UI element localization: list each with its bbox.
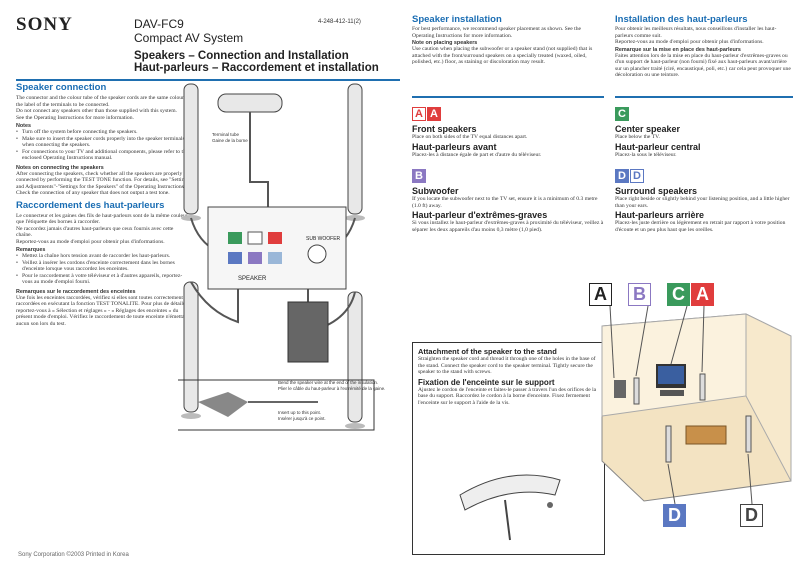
middle-column: Speaker installation For best performanc… (412, 14, 604, 66)
paragraph: Faites attention lors de la mise en plac… (615, 52, 791, 79)
badge-a: A (427, 107, 441, 121)
remarque-heading: Remarque sur la mise en place des haut-p… (615, 46, 741, 53)
attachment-section: Attachment of the speaker to the stand S… (418, 347, 600, 406)
front-speakers-heading: Front speakers (412, 124, 477, 134)
paragraph: See the Operating Instructions for more … (16, 114, 134, 121)
sony-logo: SONY (16, 14, 73, 35)
surround-speakers-heading: Surround speakers (615, 186, 698, 196)
list-item: Pour le raccordement à votre téléviseur … (16, 273, 190, 286)
list-item: Mettez la chaîne hors tension avant de r… (16, 253, 190, 260)
paragraph: Ajustez le cordon de l'enceinte et faite… (418, 386, 597, 406)
speaker-connection-heading: Speaker connection (16, 82, 107, 93)
badge-b: B (412, 169, 426, 183)
page-title-fr: Haut-parleurs – Raccordement et installa… (134, 62, 379, 74)
speaker-installation-heading: Speaker installation (412, 14, 502, 25)
divider (412, 96, 604, 98)
center-speaker-heading: Center speaker (615, 124, 681, 134)
paragraph: For best performance, we recommend speak… (412, 26, 581, 39)
bend-note-fr: Plier le câble du haut-parleur à l'extré… (278, 386, 385, 391)
note-placing-heading: Note on placing speakers (412, 40, 478, 46)
system-name: Compact AV System (134, 31, 244, 45)
notes-connecting-heading: Notes on connecting the speakers (16, 164, 104, 171)
paragraph: Ne raccordez jamais d'autres haut-parleu… (16, 225, 174, 239)
room-badge-a-red: A (691, 283, 714, 306)
room-badge-a: A (589, 283, 612, 306)
terminal-tube-label: Terminal tube (212, 132, 240, 137)
paragraph: Le connecteur et les gaines des fils de … (16, 212, 188, 226)
badge-d-outline: D (630, 169, 644, 183)
haut-parleurs-avant-heading: Haut-parleurs avant (412, 141, 497, 152)
raccordement-heading: Raccordement des haut-parleurs (16, 199, 165, 211)
paragraph: Place below the TV. (615, 134, 660, 140)
insert-note: Insert up to this point. (278, 410, 321, 415)
footer: Sony Corporation ©2003 Printed in Korea (18, 552, 129, 558)
paragraph: Placez-la sous le téléviseur. (615, 151, 677, 158)
insert-note-fr: Insérer jusqu'à ce point. (278, 416, 326, 421)
list-item: Make sure to insert the speaker cords pr… (16, 136, 190, 149)
left-column: Speaker connection The connector and the… (16, 82, 190, 327)
paragraph: After connecting the speakers, check whe… (16, 170, 190, 197)
list-item: Veillez à insérer les cordons d'enceinte… (16, 260, 190, 273)
paragraph: Place on both sides of the TV equal dist… (412, 134, 528, 140)
notes-heading: Notes (16, 123, 31, 129)
stand-illustration (459, 474, 561, 541)
paragraph: Placez-les à distance égale de part et d… (412, 151, 542, 158)
page-title-en: Speakers – Connection and Installation (134, 50, 349, 62)
fixation-heading: Fixation de l'enceinte sur le support (418, 377, 555, 387)
badge-d: D (615, 169, 629, 183)
paragraph: Use caution when placing the subwoofer o… (412, 46, 593, 65)
room-badge-d-right: D (740, 504, 763, 527)
subwoofer-section: B Subwoofer If you locate the subwoofer … (412, 166, 604, 233)
room-badge-c: C (667, 283, 690, 306)
terminal-tube-label-fr: Gaine de la borne (212, 138, 248, 143)
paragraph: The connector and the colour tube of the… (16, 95, 190, 108)
speaker-label: SPEAKER (238, 276, 267, 282)
list-item: For connections to your TV and additiona… (16, 149, 190, 162)
extremes-graves-heading: Haut-parleur d'extrêmes-graves (412, 210, 548, 220)
room-illustration (601, 306, 792, 505)
haut-parleur-central-heading: Haut-parleur central (615, 141, 701, 152)
attachment-heading: Attachment of the speaker to the stand (418, 347, 557, 356)
badge-a-outline: A (412, 107, 426, 121)
center-speaker-section: C Center speaker Place below the TV. Hau… (615, 104, 793, 158)
haut-parleurs-arriere-heading: Haut-parleurs arrière (615, 210, 705, 220)
remarques-heading: Remarques (16, 247, 46, 253)
badge-c: C (615, 107, 629, 121)
paragraph: Do not connect any speakers other than t… (16, 108, 177, 114)
paragraph: Placez-les juste derrière ou légèrement … (615, 220, 786, 233)
paragraph: Reportez-vous au mode d'emploi pour obte… (16, 238, 165, 245)
paragraph: Pour obtenir les meilleurs résultats, no… (615, 26, 777, 39)
paragraph: If you locate the subwoofer next to the … (412, 196, 598, 209)
paragraph: Une fois les enceintes raccordées, vérif… (16, 294, 189, 327)
connection-diagram: SPEAKER SUB WOOFER Terminal tube Gaine d… (178, 83, 385, 431)
paragraph: Straighten the speaker cord and thread i… (418, 356, 596, 375)
model-number: DAV-FC9 (134, 17, 184, 31)
subwoofer-label: SUB WOOFER (306, 236, 341, 242)
paragraph: Place right beside or slightly behind yo… (615, 196, 790, 209)
paragraph: Reportez-vous au mode d'emploi pour obte… (615, 39, 764, 45)
room-badge-d-left: D (663, 504, 686, 527)
divider (16, 79, 400, 81)
list-item: Turn off the system before connecting th… (16, 129, 190, 136)
installation-heading: Installation des haut-parleurs (615, 14, 748, 25)
paragraph: Si vous installez le haut-parleur d'extr… (412, 220, 604, 233)
right-column: Installation des haut-parleurs Pour obte… (615, 14, 793, 79)
room-badge-b: B (628, 283, 651, 306)
part-number: 4-248-412-11(2) (318, 19, 361, 25)
subwoofer-heading: Subwoofer (412, 186, 459, 196)
bend-note: Bend the speaker wire at the end of the … (278, 380, 378, 385)
divider (615, 96, 793, 98)
remarques-raccordement-heading: Remarques sur le raccordement des encein… (16, 288, 136, 295)
